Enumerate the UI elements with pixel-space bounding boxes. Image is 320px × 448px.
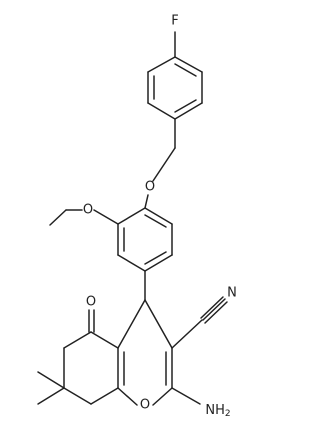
fluorophenyl-ring [147,56,203,120]
ether-oxygen-label: O [145,180,155,195]
amino-group-label: NH2 [205,403,230,420]
ring-oxygen-label: O [140,398,150,413]
gem-dimethyl [37,371,65,405]
pyran-ring [117,299,173,406]
ketone-double-bond [88,309,95,333]
benzyl-linker [152,118,176,182]
fluorine-atom-label: F [171,14,178,29]
cyclohexanone-ring [63,331,119,405]
methoxyphenyl-ring [117,207,173,272]
nitrile-group [171,296,228,349]
molecule-structure-diagram: F O O O N O NH2 [37,14,237,420]
methoxy-group [49,209,119,226]
aryl-ether-bond [144,194,149,209]
nitrile-nitrogen-label: N [227,286,237,301]
methoxy-oxygen-label: O [83,203,93,218]
c-nh2-bond [171,387,201,405]
ketone-oxygen-label: O [86,295,96,310]
